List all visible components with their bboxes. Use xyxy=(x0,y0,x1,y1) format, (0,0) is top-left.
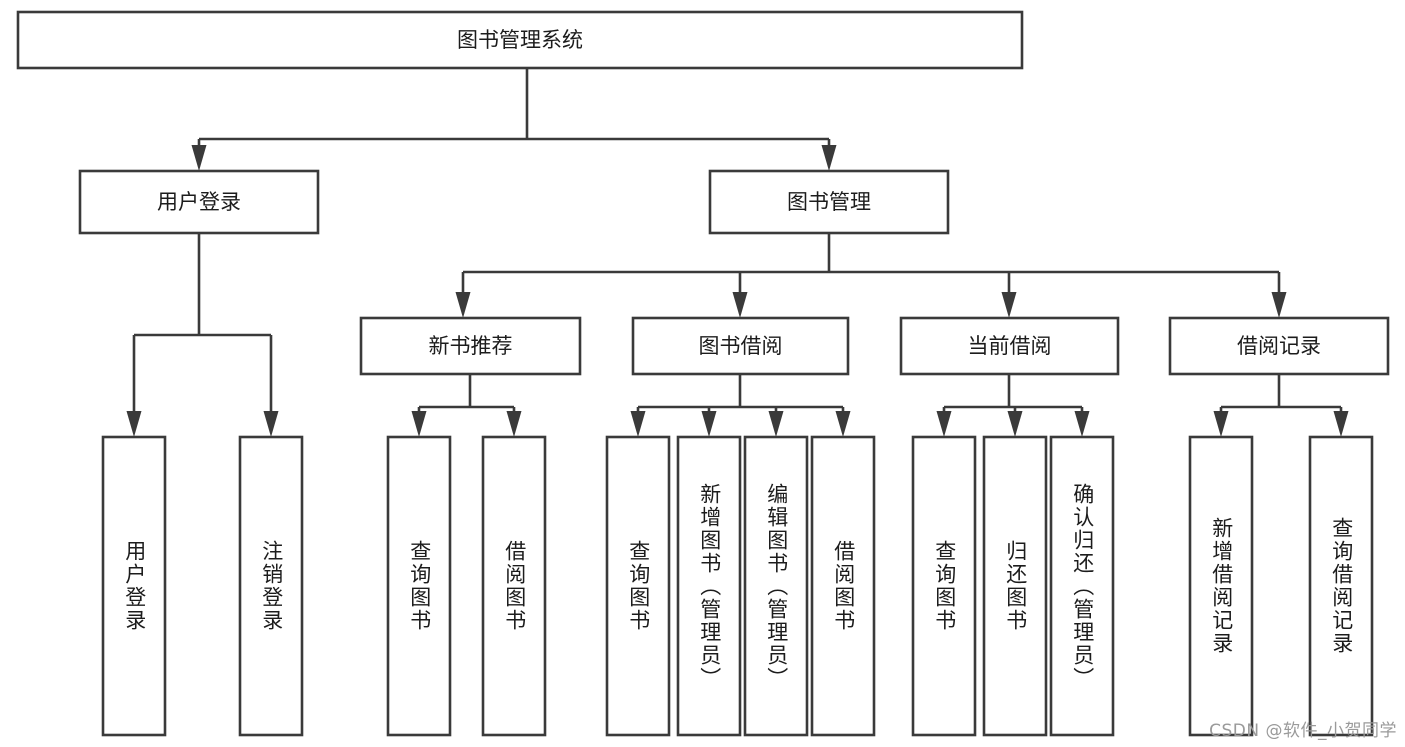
node-box-leaf-query-record[interactable] xyxy=(1308,435,1374,737)
arrow-head-icon xyxy=(701,411,717,437)
arrow-head-icon xyxy=(936,411,952,437)
connector-book-manage-bus xyxy=(455,233,1287,318)
node-box-user-login[interactable] xyxy=(78,169,320,235)
node-box-leaf-query-book-cur[interactable] xyxy=(911,435,977,737)
node-boxes-layer xyxy=(16,10,1390,737)
connector-new-book-rec-bus xyxy=(411,374,522,437)
node-label-book-borrow: 图书借阅 xyxy=(699,334,783,358)
node-box-root[interactable] xyxy=(16,10,1024,70)
connector-borrow-record-bus xyxy=(1213,374,1349,437)
node-box-leaf-edit-book[interactable] xyxy=(743,435,809,737)
connector-root-bus xyxy=(191,68,837,171)
arrow-head-icon xyxy=(1271,292,1287,318)
arrow-head-icon xyxy=(630,411,646,437)
arrow-head-icon xyxy=(1213,411,1229,437)
node-box-leaf-return-book[interactable] xyxy=(982,435,1048,737)
arrow-head-icon xyxy=(1001,292,1017,318)
arrow-head-icon xyxy=(126,411,142,437)
connectors-layer xyxy=(126,68,1349,437)
node-box-leaf-borrow-book-bor[interactable] xyxy=(810,435,876,737)
node-box-leaf-query-book-bor[interactable] xyxy=(605,435,671,737)
node-label-current-borrow: 当前借阅 xyxy=(968,334,1052,358)
arrow-head-icon xyxy=(1333,411,1349,437)
arrow-head-icon xyxy=(411,411,427,437)
node-box-leaf-borrow-book-rec[interactable] xyxy=(481,435,547,737)
node-label-book-manage: 图书管理 xyxy=(787,190,871,214)
arrow-head-icon xyxy=(821,145,837,171)
node-label-borrow-record: 借阅记录 xyxy=(1237,334,1321,358)
arrow-head-icon xyxy=(455,292,471,318)
arrow-head-icon xyxy=(1007,411,1023,437)
csdn-watermark: CSDN @软件_小贺同学 xyxy=(1209,721,1397,741)
arrow-head-icon xyxy=(1074,411,1090,437)
node-label-new-book-rec: 新书推荐 xyxy=(429,334,513,358)
node-box-leaf-logout[interactable] xyxy=(238,435,304,737)
node-box-leaf-add-record[interactable] xyxy=(1188,435,1254,737)
node-box-book-borrow[interactable] xyxy=(631,316,850,376)
node-box-current-borrow[interactable] xyxy=(899,316,1120,376)
arrow-head-icon xyxy=(768,411,784,437)
connector-current-borrow-bus xyxy=(936,374,1090,437)
connector-book-borrow-bus xyxy=(630,374,851,437)
node-box-borrow-record[interactable] xyxy=(1168,316,1390,376)
arrow-head-icon xyxy=(835,411,851,437)
arrow-head-icon xyxy=(732,292,748,318)
arrow-head-icon xyxy=(506,411,522,437)
node-label-user-login: 用户登录 xyxy=(157,190,241,214)
connector-user-login-bus xyxy=(126,233,279,437)
node-box-leaf-confirm-return[interactable] xyxy=(1049,435,1115,737)
node-label-root: 图书管理系统 xyxy=(457,28,583,52)
node-box-book-manage[interactable] xyxy=(708,169,950,235)
node-box-leaf-query-book-rec[interactable] xyxy=(386,435,452,737)
node-box-leaf-add-book[interactable] xyxy=(676,435,742,737)
arrow-head-icon xyxy=(191,145,207,171)
arrow-head-icon xyxy=(263,411,279,437)
node-box-new-book-rec[interactable] xyxy=(359,316,582,376)
node-box-leaf-user-login[interactable] xyxy=(101,435,167,737)
